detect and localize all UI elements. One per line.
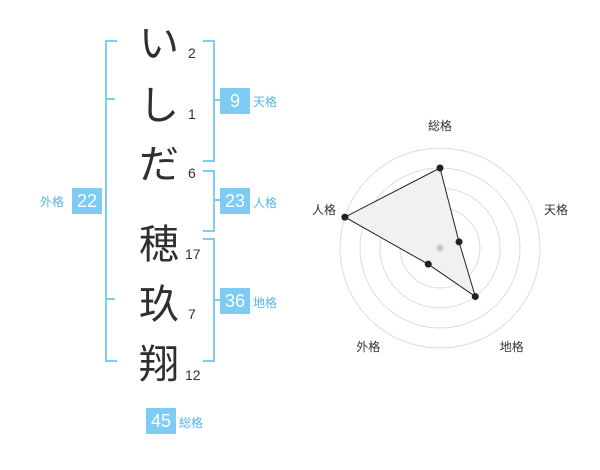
soukaku-label: 総格 — [179, 416, 204, 430]
gaikaku-bracket-tick-lower — [105, 298, 115, 300]
chikaku-badge: 36 — [220, 288, 250, 314]
radar-axis-label-gaikaku: 外格 — [356, 339, 381, 354]
stroke-count-4: 17 — [185, 246, 201, 262]
jinkaku-bracket — [203, 170, 215, 232]
radar-axis-label-chikaku: 地格 — [499, 339, 524, 354]
soukaku-badge: 45 — [146, 408, 176, 434]
stroke-count-1: 2 — [188, 45, 196, 61]
radar-point — [455, 238, 463, 246]
stroke-count-2: 1 — [188, 106, 196, 122]
jinkaku-badge: 23 — [220, 188, 250, 214]
radar-axis-label-tenkaku: 天格 — [544, 203, 569, 218]
name-char-4: 穂 — [139, 222, 179, 268]
name-char-6: 翔 — [139, 342, 179, 388]
chikaku-connector — [215, 299, 222, 301]
radar-point — [436, 164, 444, 172]
name-char-1: い — [139, 21, 179, 67]
jinkaku-label: 人格 — [253, 196, 278, 210]
jinkaku-connector — [215, 199, 222, 201]
gaikaku-label: 外格 — [40, 195, 65, 209]
stroke-count-3: 6 — [188, 165, 196, 181]
name-char-5: 玖 — [139, 282, 179, 328]
gaikaku-badge: 22 — [72, 188, 102, 214]
tenkaku-badge: 9 — [220, 88, 250, 114]
radar-point — [471, 293, 479, 301]
gaikaku-bracket-tick-upper — [105, 98, 115, 100]
radar-axis-label-soukaku: 総格 — [428, 119, 453, 133]
stroke-count-5: 7 — [188, 306, 196, 322]
radar-polygon — [343, 167, 477, 298]
radar-point — [424, 260, 432, 268]
stroke-count-6: 12 — [185, 367, 201, 383]
tenkaku-label: 天格 — [253, 95, 278, 109]
chikaku-bracket — [203, 238, 215, 362]
name-char-2: し — [139, 83, 179, 129]
chikaku-label: 地格 — [253, 296, 278, 310]
radar-ring — [339, 147, 541, 349]
radar-point — [341, 213, 349, 221]
radar-axis-label-jinkaku: 人格 — [311, 203, 336, 218]
radar-center-dot — [436, 244, 444, 252]
gaikaku-bracket — [105, 40, 117, 362]
tenkaku-connector — [215, 99, 222, 101]
tenkaku-bracket — [203, 40, 215, 162]
name-char-3: だ — [139, 142, 179, 188]
